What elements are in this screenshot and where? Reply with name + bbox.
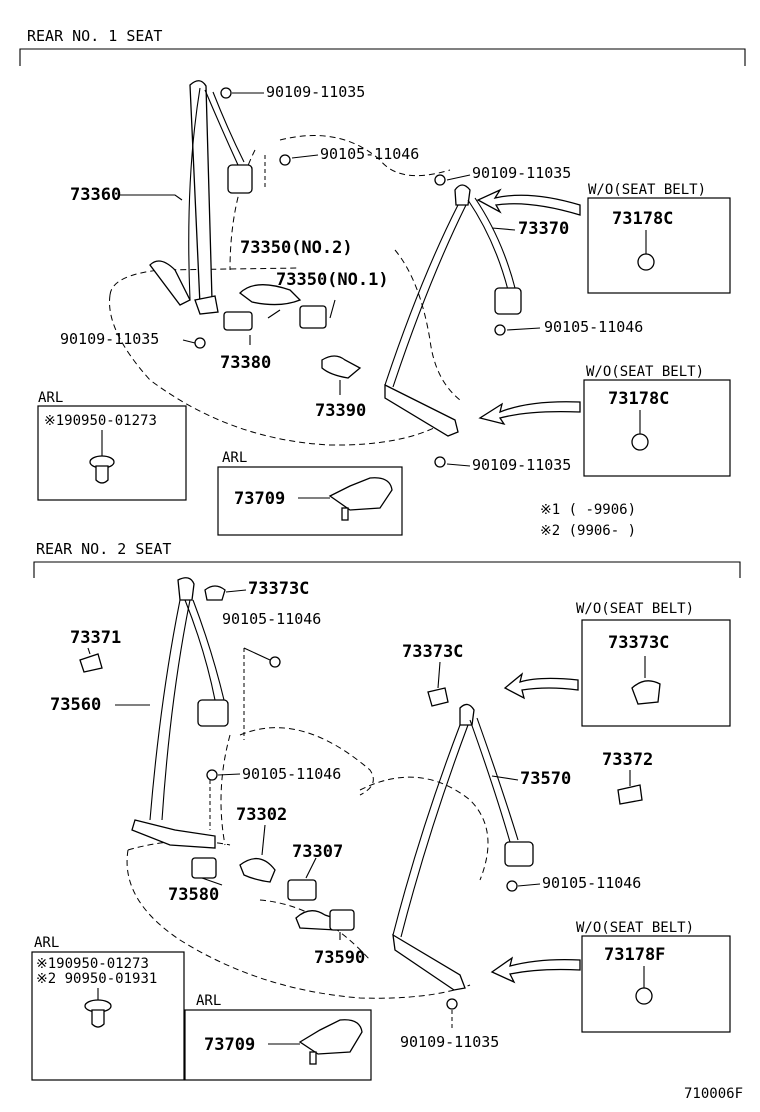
rear1-wo-box1-part: 73178C	[612, 209, 673, 229]
rear2-wo-box1-cap	[631, 680, 661, 705]
rear1-wo-box2	[583, 379, 731, 477]
rear2-part-73372: 73372	[602, 750, 653, 770]
rear2-arl-left-part2: ※2 90950-01931	[36, 971, 157, 987]
rear2-part-73373c-mid: 73373C	[402, 642, 463, 662]
rear1-arl-mid-part: 73709	[234, 489, 285, 509]
rear1-buckle-73350	[149, 260, 327, 329]
rear2-wo-box1	[581, 619, 731, 727]
rear2-part-73373c-top: 73373C	[248, 579, 309, 599]
rear2-wo-box1-title: W/O(SEAT BELT)	[576, 601, 694, 617]
rear1-buckle-73390	[321, 355, 362, 379]
rear2-belt-73570	[392, 703, 534, 991]
rear1-wo-box1	[587, 197, 731, 294]
rear2-arrow-1	[503, 672, 579, 700]
rear2-cap-73373c-mid	[427, 687, 449, 707]
rear1-part-90109-b: 90109-11035	[472, 164, 571, 182]
rear1-leaders	[120, 92, 541, 467]
rear1-part-73390: 73390	[315, 401, 366, 421]
rear1-note-2: ※2 (9906- )	[540, 523, 636, 539]
rear1-section-title: REAR NO. 1 SEAT	[27, 27, 162, 45]
rear1-note-1: ※1 ( -9906)	[540, 502, 636, 518]
rear1-part-90109-bottom: 90109-11035	[472, 456, 571, 474]
rear2-arl-left-box	[31, 951, 185, 1081]
rear2-arl-mid-box	[184, 1009, 372, 1081]
rear1-part-73370: 73370	[518, 219, 569, 239]
rear2-wo-box2	[581, 935, 731, 1033]
rear2-part-73302: 73302	[236, 805, 287, 825]
rear2-part-73580: 73580	[168, 885, 219, 905]
rear1-part-90109-top: 90109-11035	[266, 83, 365, 101]
diagram-code: 710006F	[684, 1086, 743, 1102]
rear1-bolts	[194, 87, 506, 468]
rear2-arl-mid-part: 73709	[204, 1035, 255, 1055]
rear1-section-bracket	[19, 48, 746, 66]
rear1-part-90105-right: 90105-11046	[544, 318, 643, 336]
rear2-arl-left-clip	[84, 988, 112, 1028]
rear2-part-90105-right: 90105-11046	[542, 874, 641, 892]
rear2-part-73371-icon	[79, 653, 103, 673]
rear2-part-73307: 73307	[292, 842, 343, 862]
rear2-part-73560: 73560	[50, 695, 101, 715]
rear1-wo-box2-title: W/O(SEAT BELT)	[586, 364, 704, 380]
rear2-cap-73373c-top	[204, 585, 226, 601]
rear1-arl-mid-title: ARL	[222, 450, 247, 466]
rear1-belt-73370	[384, 184, 522, 437]
rear1-arrow-1	[476, 188, 581, 216]
rear1-buckle-73380	[223, 311, 253, 331]
rear1-seat-outline	[109, 135, 461, 446]
rear2-arl-left-title: ARL	[34, 935, 59, 951]
rear2-section-title: REAR NO. 2 SEAT	[36, 540, 171, 558]
rear1-arrow-2	[478, 401, 581, 426]
rear1-part-73360: 73360	[70, 185, 121, 205]
rear1-belt-73360	[188, 80, 253, 315]
rear1-part-73350-no1: 73350(NO.1)	[276, 270, 389, 290]
rear1-part-90109-left: 90109-11035	[60, 330, 159, 348]
rear2-part-90109-bottom: 90109-11035	[400, 1033, 499, 1051]
rear2-wo-box2-title: W/O(SEAT BELT)	[576, 920, 694, 936]
rear1-arl-left-part: ※190950-01273	[44, 413, 157, 429]
rear2-section-bracket	[33, 561, 741, 578]
rear2-arl-mid-title: ARL	[196, 993, 221, 1009]
rear2-belt-73560	[131, 577, 229, 849]
rear2-arl-mid-anchor	[268, 1019, 363, 1065]
rear2-bolts	[206, 656, 518, 1010]
rear1-arl-mid-anchor	[298, 477, 393, 521]
rear1-wo-box2-cap	[631, 433, 649, 451]
rear1-part-73380: 73380	[220, 353, 271, 373]
rear2-part-90105-top: 90105-11046	[222, 610, 321, 628]
rear2-part-73590: 73590	[314, 948, 365, 968]
rear1-wo-box2-part: 73178C	[608, 389, 669, 409]
rear2-wo-box1-part: 73373C	[608, 633, 669, 653]
rear1-arl-left-box	[37, 405, 187, 501]
rear2-wo-box2-cap	[635, 987, 653, 1005]
rear2-wo-box2-part: 73178F	[604, 945, 665, 965]
rear2-part-90105-mid: 90105-11046	[242, 765, 341, 783]
rear2-part-73372-icon	[617, 784, 643, 805]
rear2-buckles	[191, 857, 355, 931]
rear1-wo-box1-cap	[637, 253, 655, 271]
rear1-wo-box1-title: W/O(SEAT BELT)	[588, 182, 706, 198]
rear1-part-73350-no2: 73350(NO.2)	[240, 238, 353, 258]
rear2-part-73371: 73371	[70, 628, 121, 648]
rear1-part-90105-a: 90105-11046	[320, 145, 419, 163]
rear1-arl-left-title: ARL	[38, 390, 63, 406]
rear2-arrow-2	[490, 956, 581, 984]
rear2-arl-left-part1: ※190950-01273	[36, 956, 149, 972]
rear1-arl-left-clip	[89, 430, 115, 484]
rear2-leaders	[87, 589, 631, 1030]
rear2-part-73570: 73570	[520, 769, 571, 789]
rear1-arl-mid-box	[217, 466, 403, 536]
